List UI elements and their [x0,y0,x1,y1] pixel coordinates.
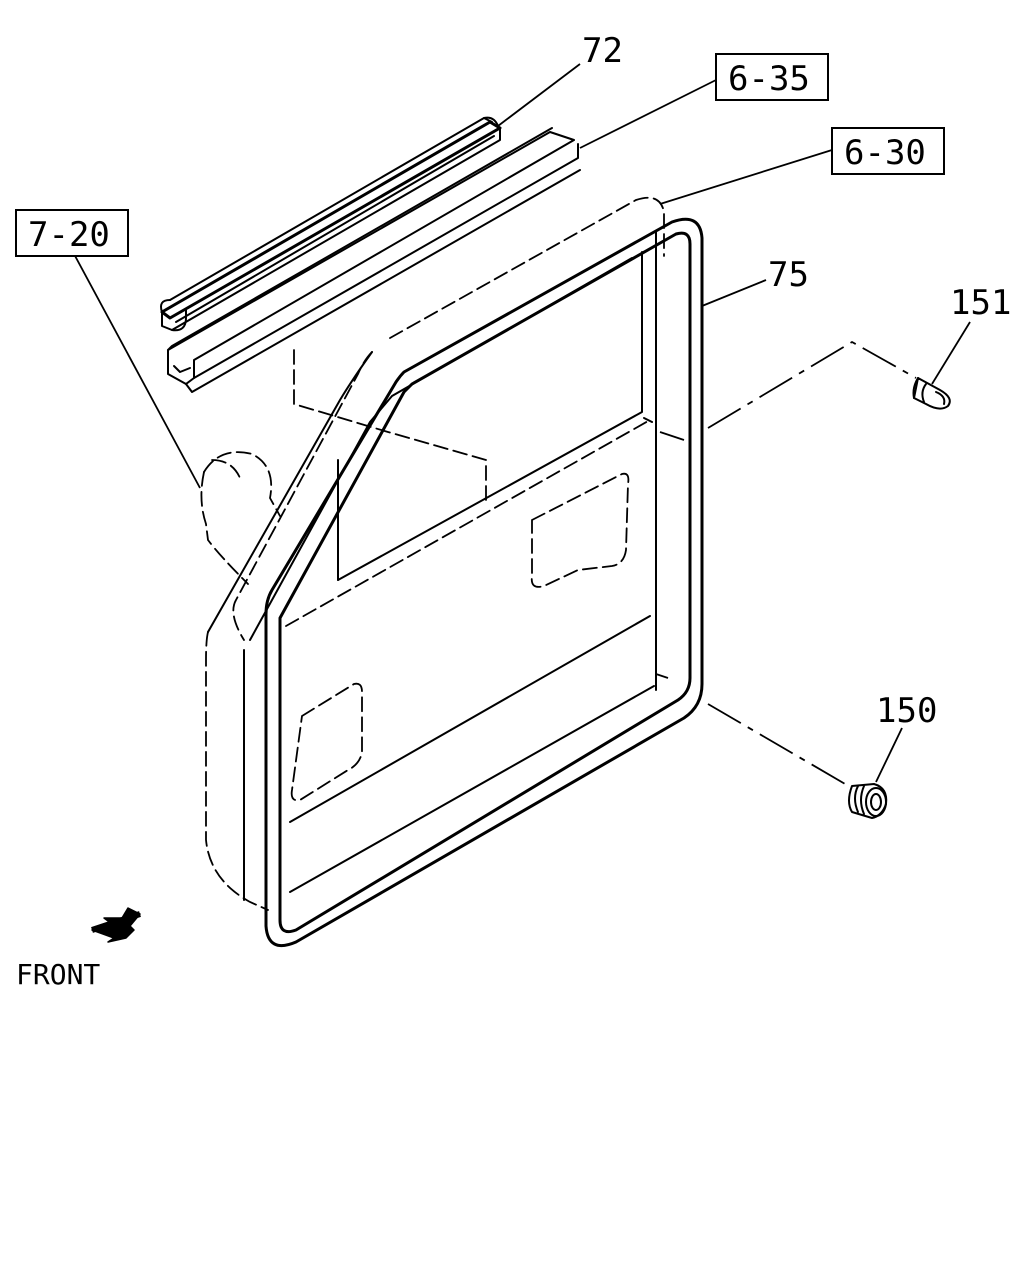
callout-72: 72 [582,31,623,71]
callout-150: 150 [876,691,937,731]
hole-mark-upper [659,431,685,441]
callout-151: 151 [950,283,1011,323]
front-arrow-icon [91,907,141,943]
callout-7-20: 7-20 [28,215,110,255]
callout-6-35: 6-35 [728,59,810,99]
callout-6-35-box [715,53,829,101]
door-panel-6-30 [205,196,665,911]
callout-6-30-box [831,127,945,175]
leader-151 [931,321,971,385]
hole-mark-lower [655,673,669,679]
leader-7-20 [73,253,201,489]
run-channel-6-35 [167,127,581,393]
leader-6-30 [659,149,833,205]
leader-75 [701,279,767,307]
callout-75: 75 [768,255,809,295]
leader-150 [875,727,903,783]
glass-run-strip-72 [160,116,502,332]
centerline-150 [707,703,853,789]
centerline-151 [707,340,917,429]
door-weatherstrip-75 [264,217,704,947]
grommet-150 [848,783,888,819]
leader-6-35 [579,79,717,149]
callout-6-30: 6-30 [844,133,926,173]
leader-72 [497,63,581,127]
callout-7-20-box [15,209,129,257]
door-plug-151 [912,377,951,410]
front-label: FRONT [16,958,100,991]
outside-mirror-7-20 [200,451,281,585]
